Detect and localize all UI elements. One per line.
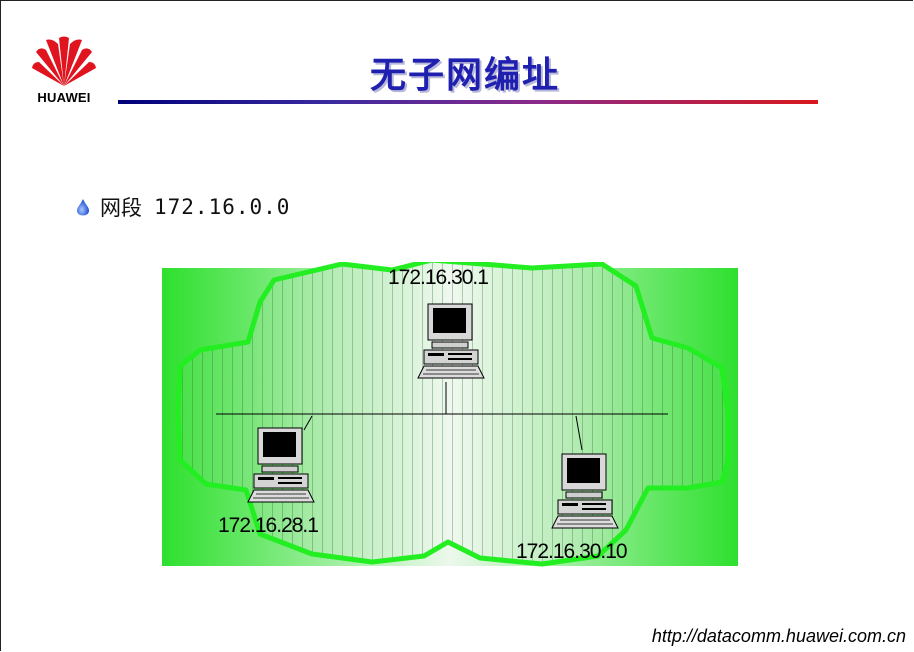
bullet-item: 网段 172.16.0.0 — [76, 192, 290, 222]
network-address: 172.16.0.0 — [154, 195, 291, 219]
footer-url[interactable]: http://datacomm.huawei.com.cn — [651, 626, 906, 646]
desktop-computer-icon — [417, 303, 485, 379]
desktop-computer-icon — [551, 453, 619, 529]
bus-drop-right — [575, 415, 583, 451]
bus-drop-left — [303, 415, 313, 431]
host-ip-label: 172.16.28.1 — [218, 514, 319, 537]
huawei-logo: HUAWEI — [24, 36, 104, 108]
water-drop-icon — [77, 199, 89, 216]
logo-text: HUAWEI — [37, 90, 91, 105]
network-diagram: 172.16.30.1 172.16.28.1 172.16.30.10 — [162, 262, 742, 572]
bullet-label: 网段 — [100, 196, 142, 220]
host-ip-label: 172.16.30.10 — [516, 540, 628, 563]
title-underline — [118, 100, 818, 104]
desktop-computer-icon — [247, 427, 315, 503]
page-title: 无子网编址 — [369, 55, 560, 96]
huawei-petal-logo-icon — [32, 36, 96, 86]
cloud-outline — [175, 262, 731, 567]
host-ip-label: 172.16.30.1 — [388, 266, 489, 289]
